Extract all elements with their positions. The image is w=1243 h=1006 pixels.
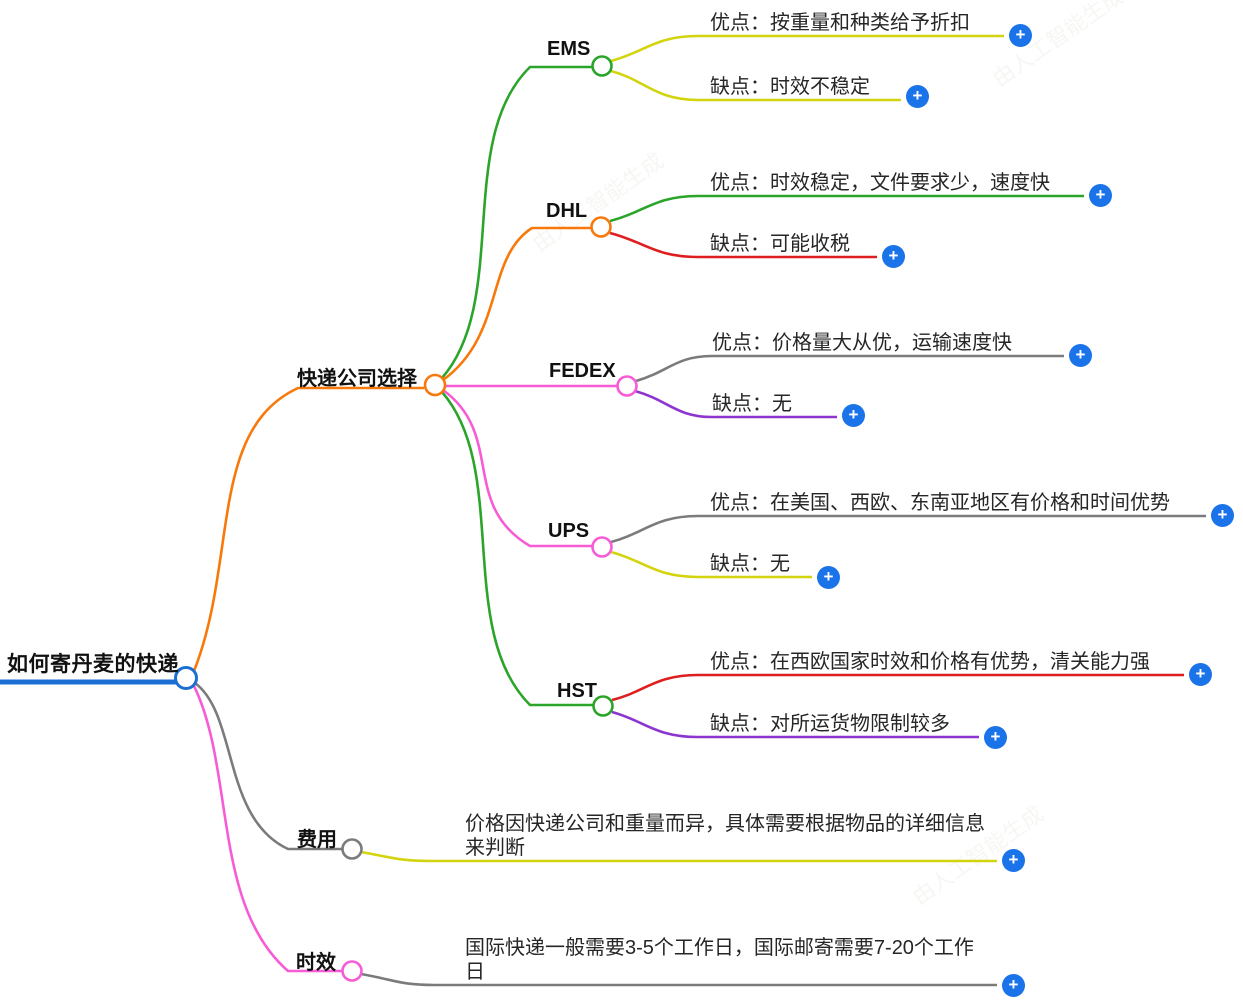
add-child-button-ems-cons[interactable]: + <box>906 85 929 108</box>
add-child-button-cost[interactable]: + <box>1002 849 1025 872</box>
ems-node-circle[interactable] <box>593 57 612 76</box>
branch-hst-pros <box>612 675 1184 700</box>
root-label[interactable]: 如何寄丹麦的快递 <box>7 648 179 678</box>
branch-dhl-pros <box>610 196 1084 221</box>
dhl-cons-text[interactable]: 缺点：可能收税 <box>710 232 850 256</box>
add-child-button-dhl-cons[interactable]: + <box>882 245 905 268</box>
branch-company-hst <box>442 392 593 705</box>
branch-fedex-pros <box>636 356 1064 381</box>
branch-company-dhl <box>443 228 591 380</box>
plus-icon: + <box>913 86 923 105</box>
plus-icon: + <box>824 567 834 586</box>
hst-label[interactable]: HST <box>557 680 597 703</box>
hst-pros-text[interactable]: 优点：在西欧国家时效和价格有优势，清关能力强 <box>710 650 1150 674</box>
time-detail-text[interactable]: 国际快递一般需要3-5个工作日，国际邮寄需要7-20个工作日 <box>465 936 993 984</box>
add-child-button-dhl-pros[interactable]: + <box>1089 184 1112 207</box>
plus-icon: + <box>1196 664 1206 683</box>
company-node-circle[interactable] <box>425 375 445 395</box>
plus-icon: + <box>1009 975 1019 994</box>
fedex-cons-text[interactable]: 缺点：无 <box>712 392 792 416</box>
dhl-label[interactable]: DHL <box>546 200 587 223</box>
fedex-pros-text[interactable]: 优点：价格量大从优，运输速度快 <box>712 331 1012 355</box>
ups-node-circle[interactable] <box>593 538 612 557</box>
plus-icon: + <box>889 246 899 265</box>
add-child-button-hst-pros[interactable]: + <box>1189 663 1212 686</box>
ems-label[interactable]: EMS <box>547 38 590 61</box>
branch-ems-pros <box>611 36 1004 61</box>
plus-icon: + <box>991 727 1001 746</box>
plus-icon: + <box>849 405 859 424</box>
add-child-button-ems-pros[interactable]: + <box>1009 24 1032 47</box>
add-child-button-fedex-pros[interactable]: + <box>1069 344 1092 367</box>
time-label[interactable]: 时效 <box>296 946 336 975</box>
cost-label[interactable]: 费用 <box>297 823 337 852</box>
company-label[interactable]: 快递公司选择 <box>297 362 417 391</box>
ups-cons-text[interactable]: 缺点：无 <box>710 552 790 576</box>
ems-pros-text[interactable]: 优点：按重量和种类给予折扣 <box>710 11 970 35</box>
ups-pros-text[interactable]: 优点：在美国、西欧、东南亚地区有价格和时间优势 <box>710 491 1170 515</box>
ups-label[interactable]: UPS <box>548 520 589 543</box>
branch-ups-pros <box>611 516 1206 542</box>
add-child-button-ups-cons[interactable]: + <box>817 566 840 589</box>
plus-icon: + <box>1096 185 1106 204</box>
cost-node-circle[interactable] <box>343 840 362 859</box>
cost-detail-text[interactable]: 价格因快递公司和重量而异，具体需要根据物品的详细信息来判断 <box>465 812 993 860</box>
plus-icon: + <box>1009 850 1019 869</box>
add-child-button-fedex-cons[interactable]: + <box>842 404 865 427</box>
time-node-circle[interactable] <box>343 962 362 981</box>
add-child-button-hst-cons[interactable]: + <box>984 726 1007 749</box>
branch-root-company <box>194 388 424 671</box>
hst-cons-text[interactable]: 缺点：对所运货物限制较多 <box>710 712 950 736</box>
dhl-node-circle[interactable] <box>592 218 611 237</box>
plus-icon: + <box>1076 345 1086 364</box>
plus-icon: + <box>1218 505 1228 524</box>
fedex-node-circle[interactable] <box>618 377 637 396</box>
fedex-label[interactable]: FEDEX <box>549 360 616 383</box>
add-child-button-ups-pros[interactable]: + <box>1211 504 1234 527</box>
plus-icon: + <box>1016 25 1026 44</box>
ems-cons-text[interactable]: 缺点：时效不稳定 <box>710 75 870 99</box>
add-child-button-time[interactable]: + <box>1002 974 1025 997</box>
dhl-pros-text[interactable]: 优点：时效稳定，文件要求少，速度快 <box>710 171 1050 195</box>
